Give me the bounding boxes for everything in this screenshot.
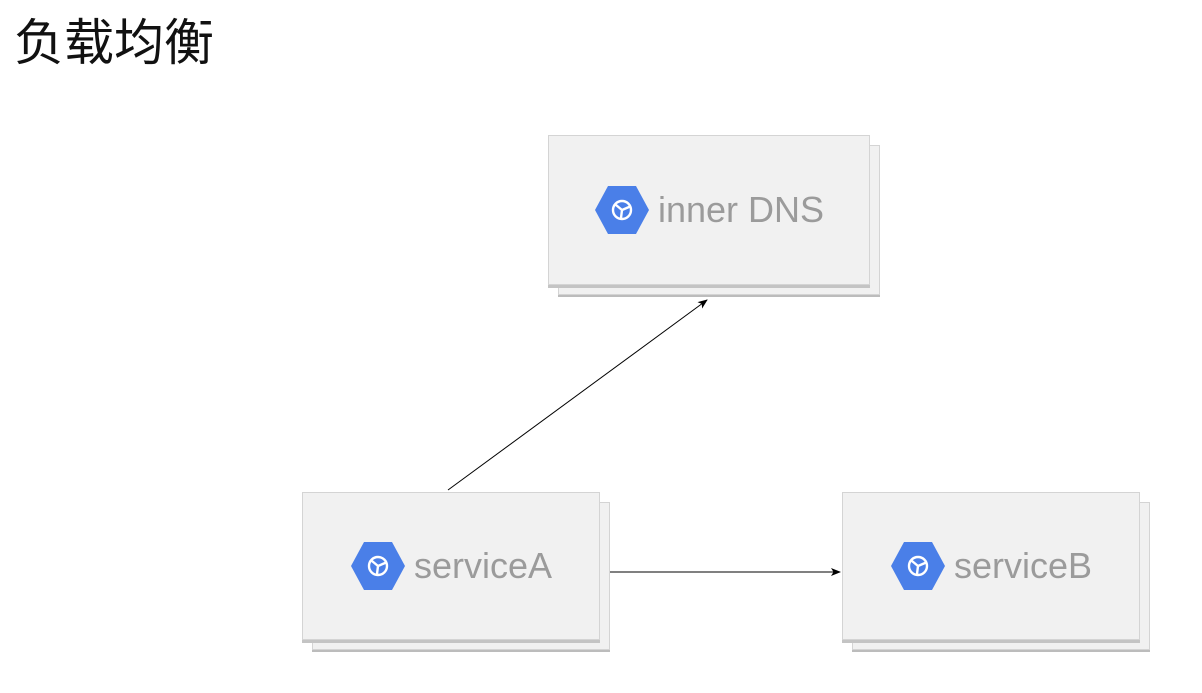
node-card: serviceB: [842, 492, 1140, 640]
gcp-hexagon-icon: [350, 542, 405, 590]
node-card: serviceA: [302, 492, 600, 640]
node-servicea[interactable]: serviceA: [302, 492, 610, 650]
edge-servicea-to-dns: [447, 299, 708, 491]
node-label: serviceA: [413, 545, 553, 586]
page-title: 负载均衡: [14, 14, 214, 72]
gcp-hexagon-icon: [890, 542, 945, 590]
node-card: inner DNS: [548, 135, 870, 285]
node-serviceb[interactable]: serviceB: [842, 492, 1150, 650]
node-label: serviceB: [953, 545, 1093, 586]
gcp-hexagon-icon: [594, 186, 649, 234]
node-inner-dns[interactable]: inner DNS: [548, 135, 880, 295]
node-label: inner DNS: [657, 189, 825, 230]
